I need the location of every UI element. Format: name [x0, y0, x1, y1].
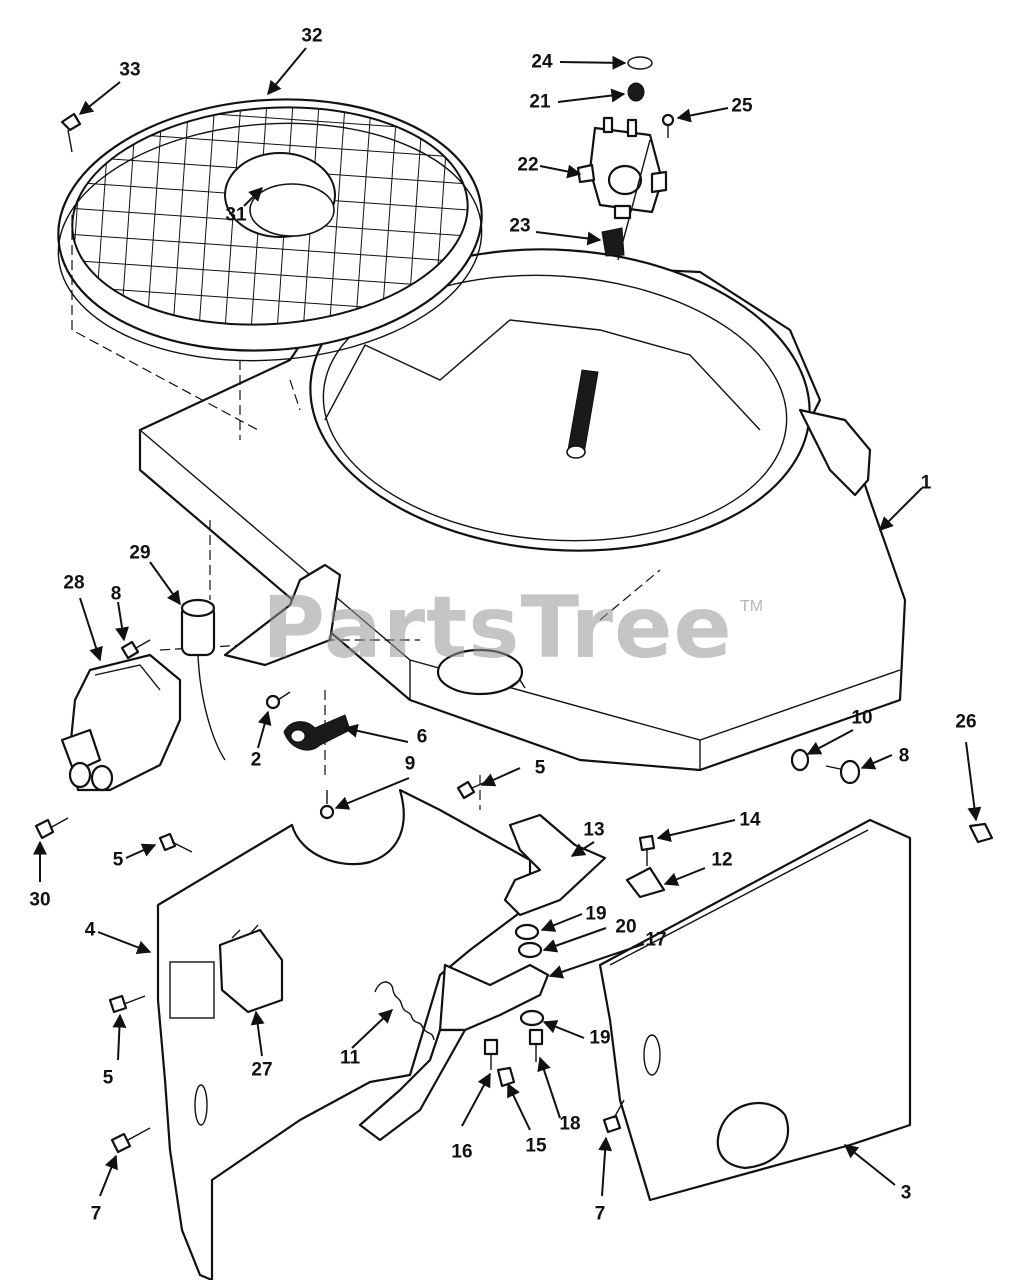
bracket-13: [503, 813, 607, 917]
callout-12: 12: [711, 849, 733, 871]
callout-30: 30: [29, 889, 51, 911]
screw-18: [528, 1028, 544, 1062]
callout-29: 29: [129, 542, 151, 564]
callout-22: 22: [517, 154, 539, 176]
watermark-trademark: TM: [740, 598, 764, 615]
callout-20: 20: [615, 916, 637, 938]
callout-5c: 5: [102, 1067, 114, 1089]
bolt-8b: [825, 759, 861, 785]
bracket-small: [223, 563, 342, 667]
clip-12: [625, 866, 666, 899]
baffle-left: [156, 788, 532, 1280]
washer-19b: [519, 1009, 545, 1027]
callout-18: 18: [559, 1113, 581, 1135]
callout-5a: 5: [534, 757, 546, 779]
blower-housing: [138, 248, 907, 772]
callout-7b: 7: [594, 1203, 606, 1225]
callout-14: 14: [739, 809, 761, 831]
callout-16: 16: [451, 1141, 473, 1163]
callout-31: 31: [225, 204, 247, 226]
bracket-17: [358, 963, 550, 1142]
callout-27: 27: [251, 1059, 273, 1081]
spring-11: [374, 981, 435, 1041]
callout-19b: 19: [589, 1027, 611, 1049]
callout-8b: 8: [898, 745, 910, 767]
callout-28: 28: [63, 572, 85, 594]
rectifier-27: [218, 924, 284, 1014]
screw-25: [661, 113, 675, 138]
washer-19a: [514, 923, 540, 941]
clip-24: [627, 56, 653, 70]
callout-4: 4: [84, 919, 96, 941]
callout-25: 25: [731, 95, 753, 117]
ignition-coil: [60, 653, 182, 792]
screw-33: [60, 112, 82, 153]
bolt-30: [34, 817, 69, 840]
fuel-line-elbow: [601, 227, 625, 257]
bolt-8a: [120, 639, 151, 660]
callout-19a: 19: [585, 903, 607, 925]
callout-11: 11: [339, 1047, 361, 1069]
callout-9: 9: [404, 753, 416, 775]
callout-8a: 8: [110, 583, 122, 605]
starter-shaft: [566, 369, 599, 459]
clamp-6: [283, 714, 351, 751]
callout-26: 26: [955, 711, 977, 733]
callout-5b: 5: [112, 849, 124, 871]
grille-screen: [57, 98, 483, 362]
callout-2: 2: [250, 749, 262, 771]
callout-24: 24: [531, 51, 553, 73]
bolt-5b: [158, 832, 193, 853]
callout-1: 1: [920, 472, 932, 494]
callout-23: 23: [509, 215, 531, 237]
callout-15: 15: [525, 1135, 547, 1157]
clamp-21: [627, 82, 645, 102]
screw-16: [483, 1038, 499, 1070]
callout-13: 13: [583, 819, 605, 841]
screw-14: [638, 834, 656, 866]
washer-10: [790, 748, 810, 772]
callout-7a: 7: [90, 1203, 102, 1225]
washer-20: [517, 941, 543, 959]
callout-32: 32: [301, 25, 323, 47]
callout-3: 3: [900, 1182, 912, 1204]
callout-21: 21: [529, 91, 551, 113]
bolt-7b: [602, 1099, 625, 1134]
nut-15: [496, 1066, 516, 1088]
watermark-brand: PartsTree: [262, 578, 733, 678]
screw-2: [265, 691, 291, 710]
nut-26: [968, 822, 994, 844]
bolt-5c: [108, 994, 146, 1014]
fuel-pump: [576, 116, 668, 261]
screw-9: [319, 790, 335, 820]
callout-10: 10: [851, 707, 873, 729]
callout-33: 33: [119, 59, 141, 81]
capacitor-29: [180, 598, 226, 761]
bolt-7a: [110, 1127, 151, 1154]
callout-17: 17: [645, 929, 667, 951]
callout-6: 6: [416, 726, 428, 748]
